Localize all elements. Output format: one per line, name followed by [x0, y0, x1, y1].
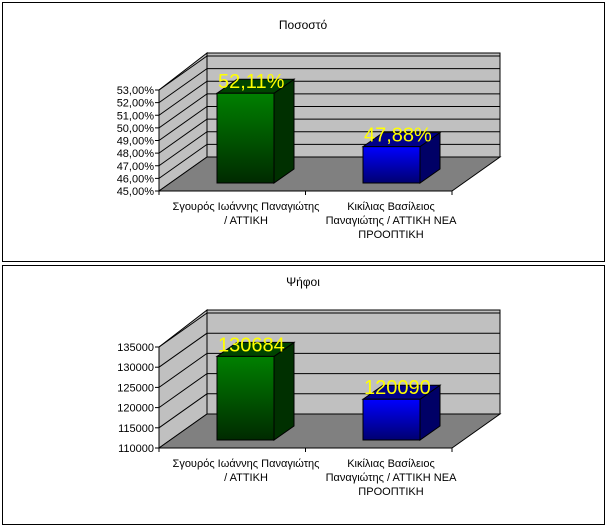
gridline-side	[158, 106, 208, 141]
category-label-1: Παναγιώτης / ΑΤΤΙΚΗ ΝΕΑ	[326, 472, 457, 484]
gridline-side	[158, 332, 208, 368]
y-tick-label: 45,00%	[117, 186, 155, 198]
bar-side-0	[273, 78, 295, 184]
bar-0	[216, 355, 275, 441]
y-tick-label: 125000	[117, 382, 154, 394]
gridline-side	[158, 93, 208, 129]
y-tick-label: 120000	[117, 403, 154, 415]
y-tick-label: 50,00%	[117, 123, 155, 135]
y-tick-label: 115000	[118, 423, 154, 435]
category-label-0: Σγουρός Ιωάννης Παναγιώτης	[173, 201, 320, 213]
chart-panel-votes: Ψήφοι 110000 115000 120000 125000 130000 13500…	[2, 265, 605, 525]
data-label-0: 52,11%	[218, 71, 285, 93]
y-tick-label: 47,00%	[117, 161, 155, 173]
chart-title: Ποσοστό	[279, 18, 328, 32]
gridline-side	[158, 373, 208, 409]
y-tick-label: 48,00%	[117, 148, 155, 160]
category-label-0: / ΑΤΤΙΚΗ	[224, 215, 268, 227]
category-label-1: Παναγιώτης / ΑΤΤΙΚΗ ΝΕΑ	[326, 215, 457, 227]
category-label-1: Κικίλιας Βασίλειος	[347, 201, 435, 213]
gridline-side	[158, 68, 208, 104]
votes-chart: Ψήφοι 110000 115000 120000 125000 130000 13500…	[117, 275, 502, 498]
chart-panel-percentage: Ποσοστό 45,00%46,00%47,00%48,00%49,00%50,…	[2, 2, 605, 262]
percentage-chart: Ποσοστό 45,00%46,00%47,00%48,00%49,00%50,…	[117, 18, 502, 241]
y-tick-label: 110000	[118, 443, 154, 455]
floor	[157, 156, 502, 192]
data-label-1: 47,88%	[364, 125, 432, 147]
category-label-0: Σγουρός Ιωάννης Παναγιώτης	[173, 458, 320, 470]
gridline-side	[158, 118, 208, 154]
y-tick-label: 130000	[117, 362, 154, 374]
gridline-side	[158, 312, 208, 348]
y-tick-label: 52,00%	[117, 98, 155, 110]
gridline-side	[158, 143, 208, 179]
chart-title: Ψήφοι	[286, 275, 320, 289]
y-tick-label: 49,00%	[117, 136, 155, 148]
y-tick-label: 51,00%	[117, 110, 155, 122]
y-tick-label: 46,00%	[117, 173, 155, 185]
bar-1	[362, 398, 421, 441]
bar-1	[362, 146, 421, 184]
data-label-1: 120090	[364, 377, 431, 399]
gridline-side	[158, 131, 208, 167]
y-tick-label: 135000	[117, 342, 154, 354]
gridline-side	[158, 80, 208, 116]
data-label-0: 130684	[218, 334, 285, 356]
bar-side-0	[273, 341, 295, 441]
gridline-side	[158, 352, 208, 388]
gridline-side	[158, 393, 208, 429]
category-label-1: ΠΡΟΟΠΤΙΚΗ	[358, 486, 423, 498]
y-tick-label: 53,00%	[117, 85, 155, 97]
category-label-1: Κικίλιας Βασίλειος	[347, 458, 435, 470]
floor	[157, 413, 502, 449]
bar-0	[216, 92, 275, 184]
category-label-0: / ΑΤΤΙΚΗ	[224, 472, 268, 484]
gridline-side	[158, 55, 208, 91]
category-label-1: ΠΡΟΟΠΤΙΚΗ	[358, 229, 423, 241]
